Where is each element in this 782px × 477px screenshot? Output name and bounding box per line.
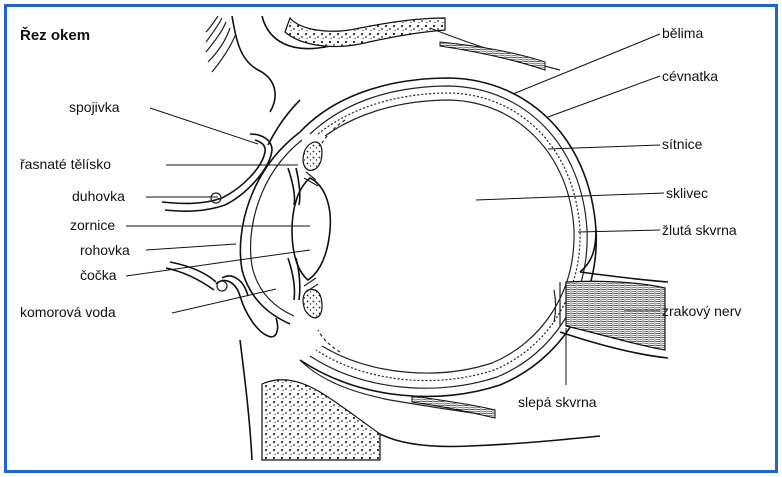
label-zluta-skvrna: žlutá skvrna [662, 222, 737, 238]
label-komorova-voda: komorová voda [20, 304, 116, 320]
label-slepa-skvrna: slepá skvrna [518, 394, 597, 410]
label-cevnatka: cévnatka [662, 68, 718, 84]
leader-lines [125, 33, 665, 385]
upper-orbit-structures [205, 15, 561, 146]
label-cocka: čočka [80, 267, 117, 283]
optic-nerve [553, 229, 669, 359]
diagram-frame [4, 4, 778, 473]
eyelid-folds [161, 133, 279, 338]
label-zrakovy-nerv: zrakový nerv [662, 303, 741, 319]
ciliary-iris-lens [287, 141, 332, 319]
diagram-title: Řez okem [20, 26, 90, 44]
lower-orbit-structures [165, 261, 601, 461]
label-belima: bělima [662, 25, 703, 41]
label-spojivka: spojivka [69, 99, 120, 115]
label-duhovka: duhovka [72, 188, 125, 204]
eyeball-layers [299, 77, 598, 398]
label-zornice: zornice [70, 217, 115, 233]
label-sitnice: sítnice [662, 136, 703, 152]
label-rohovka: rohovka [80, 242, 130, 258]
label-rasnate-telisko: řasnaté tělísko [20, 156, 111, 172]
label-sklivec: sklivec [666, 185, 708, 201]
